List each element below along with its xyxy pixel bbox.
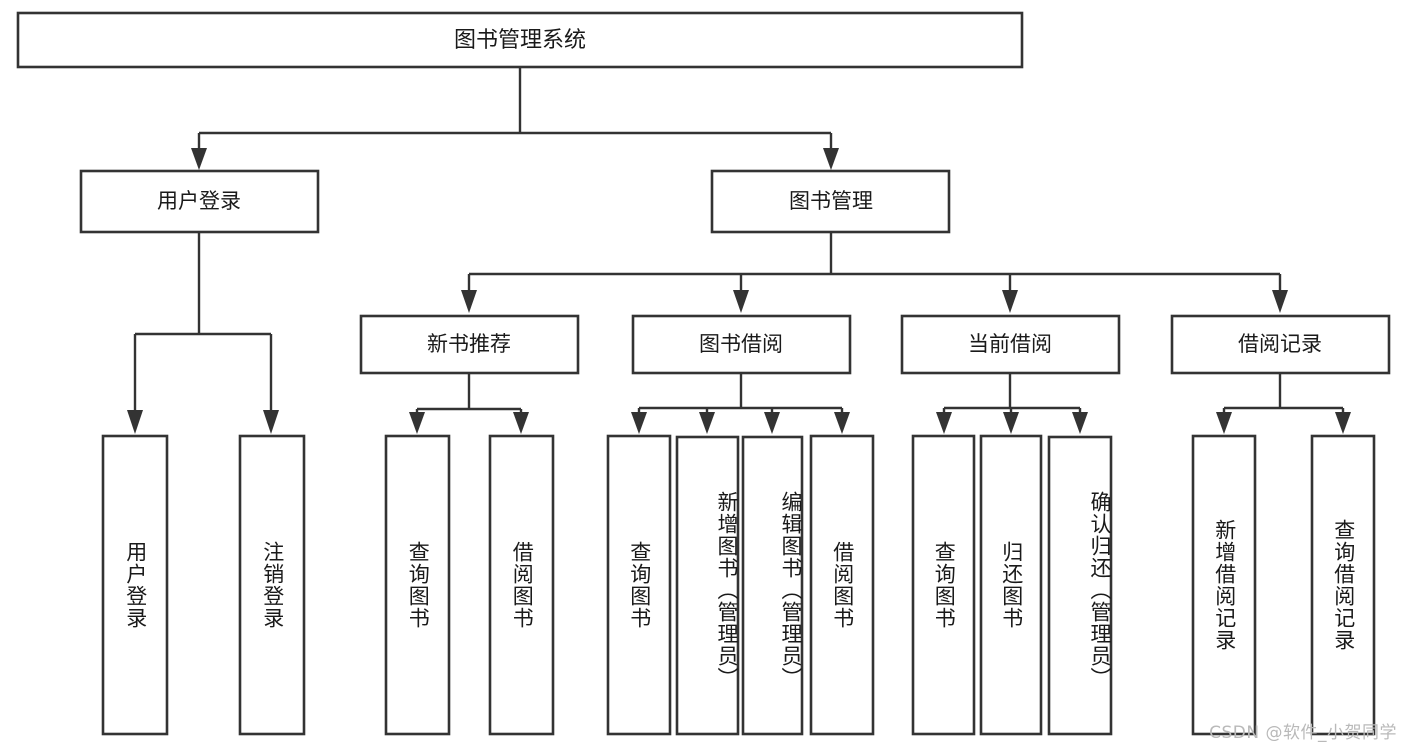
node-user-login-label: 用户登录 [157, 189, 241, 213]
node-current-borrow[interactable]: 当前借阅 [900, 314, 1121, 375]
connector-group-new-book-recommend [409, 373, 529, 434]
connector-group-book-manage [461, 232, 1288, 313]
node-new-book-recommend-box[interactable] [359, 314, 580, 375]
node-leaf-query-record-box[interactable] [1310, 434, 1376, 736]
node-leaf-user-logout-box[interactable] [238, 434, 306, 736]
arrow-head-leaf-query-record [1335, 412, 1351, 434]
arrow-head-book-borrow [733, 290, 749, 313]
connector-group-borrow-record [1216, 373, 1351, 434]
arrow-head-leaf-add-book [699, 412, 715, 434]
arrow-head-user-login [191, 148, 207, 170]
node-book-manage-box[interactable] [710, 169, 951, 234]
arrow-head-book-manage [823, 148, 839, 170]
node-book-borrow-box[interactable] [631, 314, 852, 375]
node-current-borrow-box[interactable] [900, 314, 1121, 375]
node-leaf-add-record-box[interactable] [1191, 434, 1257, 736]
arrow-head-leaf-return-book [1003, 412, 1019, 434]
node-borrow-record-label: 借阅记录 [1238, 332, 1322, 356]
node-leaf-borrow-book-2-box[interactable] [809, 434, 875, 736]
node-book-manage-label: 图书管理 [789, 189, 873, 213]
arrow-head-current-borrow [1002, 290, 1018, 313]
node-new-book-recommend[interactable]: 新书推荐 [359, 314, 580, 375]
connector-group-book-borrow [631, 373, 850, 434]
arrow-head-leaf-user-login [127, 410, 143, 434]
node-leaf-add-book-box[interactable] [675, 435, 740, 736]
node-current-borrow-label: 当前借阅 [968, 332, 1052, 356]
node-leaf-edit-book-box[interactable] [741, 435, 804, 736]
node-new-book-recommend-label: 新书推荐 [427, 332, 511, 356]
arrow-head-borrow-record [1272, 290, 1288, 313]
node-book-borrow[interactable]: 图书借阅 [631, 314, 852, 375]
connector-group-user-login [127, 232, 279, 434]
arrow-head-leaf-user-logout [263, 410, 279, 434]
arrow-head-leaf-confirm-return [1072, 412, 1088, 434]
node-root-label: 图书管理系统 [454, 28, 586, 53]
arrow-head-leaf-add-record [1216, 412, 1232, 434]
node-leaf-query-book-2-box[interactable] [606, 434, 672, 736]
arrow-head-leaf-edit-book [764, 412, 780, 434]
connector-group-current-borrow [936, 373, 1088, 434]
arrow-head-leaf-query-book-1 [409, 412, 425, 434]
node-leaf-query-book-3-box[interactable] [911, 434, 976, 736]
node-root[interactable]: 图书管理系统 [16, 11, 1024, 69]
node-book-manage[interactable]: 图书管理 [710, 169, 951, 234]
node-book-borrow-label: 图书借阅 [699, 332, 783, 356]
node-leaf-return-book-box[interactable] [979, 434, 1043, 736]
node-leaf-query-book-1-box[interactable] [384, 434, 451, 736]
arrow-head-leaf-query-book-2 [631, 412, 647, 434]
node-leaf-confirm-return-box[interactable] [1047, 435, 1113, 736]
node-leaf-borrow-book-1-box[interactable] [488, 434, 555, 736]
node-borrow-record-box[interactable] [1170, 314, 1391, 375]
arrow-head-new-book-recommend [461, 290, 477, 313]
arrow-head-leaf-borrow-book-1 [513, 412, 529, 434]
node-borrow-record[interactable]: 借阅记录 [1170, 314, 1391, 375]
node-user-login[interactable]: 用户登录 [79, 169, 320, 234]
csdn-watermark: CSDN @软件_小贺同学 [1209, 723, 1397, 743]
node-leaf-user-login-box[interactable] [101, 434, 169, 736]
node-user-login-box[interactable] [79, 169, 320, 234]
connector-group-root [191, 67, 839, 170]
node-root-box[interactable] [16, 11, 1024, 69]
arrow-head-leaf-borrow-book-2 [834, 412, 850, 434]
arrow-head-leaf-query-book-3 [936, 412, 952, 434]
